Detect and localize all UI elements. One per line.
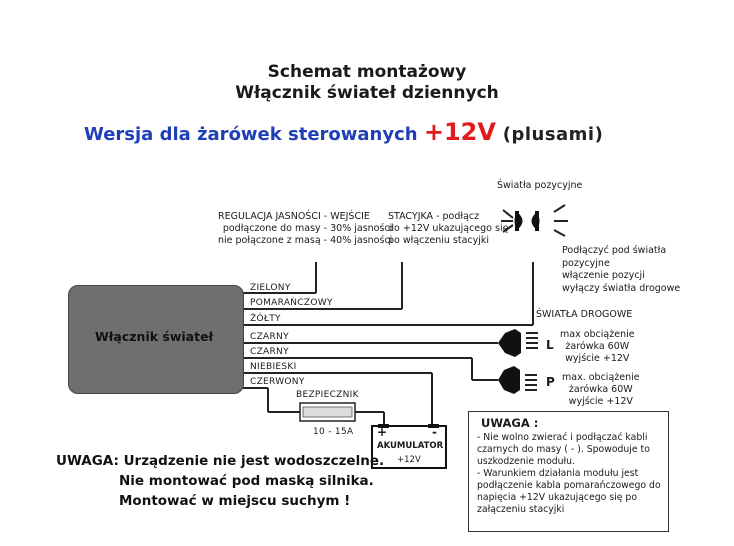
battery-label: AKUMULATOR (377, 441, 444, 451)
right-lamp-load: max. obciążenie (562, 372, 640, 383)
battery-minus: - (432, 425, 437, 439)
left-lamp-side: L (546, 338, 554, 352)
wire-label-green: ZIELONY (250, 283, 291, 293)
brightness-note-line: nie połączone z masą - 40% jasności (218, 235, 393, 246)
battery-voltage: +12V (397, 455, 421, 465)
notice-line: - Warunkiem działania modułu jest (477, 468, 639, 479)
battery-plus: + (377, 425, 388, 439)
position-note-line: Podłączyć pod światła (562, 245, 667, 256)
fuse-rating: 10 - 15A (313, 427, 354, 437)
notice-line: podłączenie kabla pomarańczowego do (477, 480, 661, 491)
right-lamp-output: wyjście +12V (568, 396, 633, 407)
ignition-note-line: po włączeniu stacyjki (388, 235, 490, 246)
position-note-line: pozycyjne (562, 257, 610, 269)
notice-line: - Nie wolno zwierać i podłączać kabli (477, 432, 648, 443)
notice-line: uszkodzenie modułu. (477, 456, 576, 467)
fuse-label: BEZPIECZNIK (296, 390, 359, 400)
left-lamp-load: max obciążenie (560, 329, 635, 340)
waterproof-warning: UWAGA: Urządzenie nie jest wodoszczelne.… (56, 451, 384, 511)
notice-line: napięcia +12V ukazującego się po (477, 492, 638, 503)
warning-line: UWAGA: Urządzenie nie jest wodoszczelne. (56, 453, 385, 469)
notice-box: UWAGA : - Nie wolno zwierać i podłączać … (468, 411, 669, 532)
wire-label-blue: NIEBIESKI (250, 362, 297, 372)
ignition-note: STACYJKA - podłącz do +12V ukazującego s… (388, 211, 508, 247)
diagram-subtitle: Wersja dla żarówek sterowanych +12V (plu… (84, 118, 603, 146)
wire-label-black-2: CZARNY (250, 347, 289, 357)
diagram-title-2: Włącznik świateł dziennych (235, 83, 499, 103)
road-lights-title: ŚWIATŁA DROGOWE (536, 309, 633, 320)
left-lamp-bulb: żarówka 60W (565, 341, 630, 352)
wire-label-orange: POMARAŃCZOWY (250, 298, 333, 308)
wire-label-black-1: CZARNY (250, 332, 289, 342)
warning-line: Montować w miejscu suchym ! (119, 493, 351, 509)
right-lamp-side: P (546, 375, 555, 389)
wire-label-red: CZERWONY (250, 377, 305, 387)
light-switch-module: Włącznik świateł (68, 285, 244, 394)
left-lamp-output: wyjście +12V (565, 353, 630, 364)
notice-line: załączeniu stacyjki (477, 504, 565, 515)
diagram-title: Schemat montażowy (267, 62, 467, 82)
position-note-line: włączenie pozycji (562, 270, 645, 281)
warning-line: Nie montować pod maską silnika. (119, 473, 374, 489)
position-lights-note: Podłączyć pod światła pozycyjne włączeni… (562, 245, 680, 295)
notice-line: czarnych do masy ( - ). Spowoduje to (477, 444, 650, 455)
subtitle-plus: (plusami) (495, 124, 604, 145)
left-lamp-specs: max obciążenie żarówka 60W wyjście +12V (560, 329, 635, 365)
ignition-note-line: STACYJKA - podłącz (388, 211, 480, 222)
wire-label-yellow: ŻÓŁTY (250, 314, 281, 324)
position-note-line: wyłączy światła drogowe (562, 282, 681, 294)
right-lamp-bulb: żarówka 60W (568, 384, 633, 395)
right-lamp-specs: max. obciążenie żarówka 60W wyjście +12V (562, 372, 640, 408)
subtitle-version: Wersja dla żarówek sterowanych (84, 124, 424, 145)
brightness-input-note: REGULACJA JASNOŚCI - WEJŚCIE podłączone … (218, 211, 392, 247)
brightness-note-line: podłączone do masy - 30% jasności (222, 223, 393, 234)
notice-title: UWAGA : (481, 416, 539, 430)
ignition-note-line: do +12V ukazującego się (388, 223, 509, 234)
subtitle-voltage: +12V (423, 118, 496, 146)
position-lights-title: Światła pozycyjne (497, 180, 583, 191)
module-label: Włącznik świateł (95, 329, 214, 344)
brightness-note-line: REGULACJA JASNOŚCI - WEJŚCIE (218, 211, 370, 222)
